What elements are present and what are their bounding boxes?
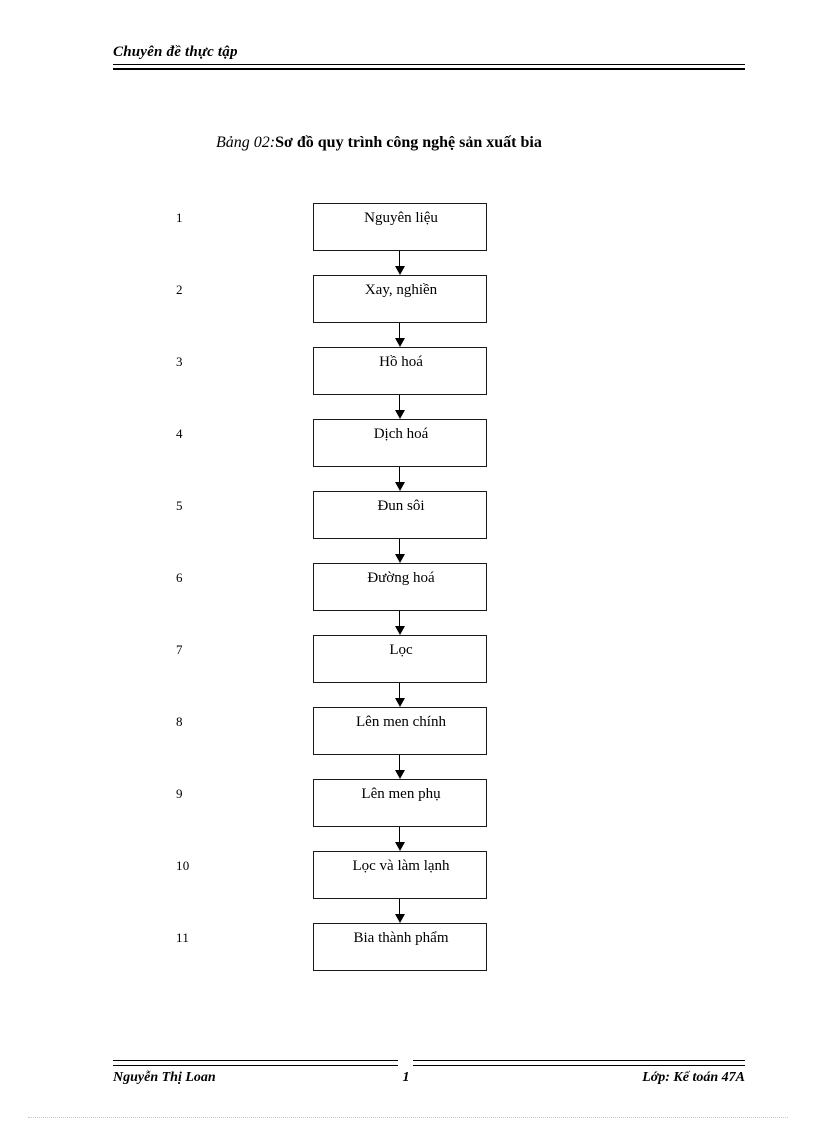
flow-arrow-head: [395, 770, 405, 779]
flow-arrow-down-icon: [395, 395, 405, 419]
flow-step-box: Hồ hoá: [313, 347, 487, 395]
flow-step-number: 10: [176, 858, 190, 873]
flow-step-number: 5: [176, 498, 183, 513]
flow-step-label: Lên men chính: [356, 714, 446, 730]
flow-step-box: Đun sôi: [313, 491, 487, 539]
flow-step-4: 4 Dịch hoá: [0, 419, 816, 467]
flow-step-number: 6: [176, 570, 183, 585]
flow-step-box: Lọc: [313, 635, 487, 683]
footer-page-number: 1: [402, 1070, 410, 1085]
flow-arrow-shaft: [399, 323, 400, 341]
flow-step-label: Đường hoá: [367, 570, 435, 586]
flow-arrow-down-icon: [395, 251, 405, 275]
flow-step-2: 2 Xay, nghiền: [0, 275, 816, 323]
flow-step-8: 8 Lên men chính: [0, 707, 816, 755]
flow-step-label: Đun sôi: [377, 498, 425, 514]
flow-step-label: Lọc và làm lạnh: [352, 858, 450, 874]
footer-rule-left: [113, 1060, 398, 1066]
scan-edge-artifact: [28, 1117, 788, 1118]
flow-step-11: 11 Bia thành phẩm: [0, 923, 816, 971]
flow-arrow-down-icon: [395, 683, 405, 707]
flow-arrow-shaft: [399, 251, 400, 269]
flow-step-box: Xay, nghiền: [313, 275, 487, 323]
flow-arrow-shaft: [399, 611, 400, 629]
flow-arrow-head: [395, 914, 405, 923]
flow-step-number: 7: [176, 642, 183, 657]
flow-arrow-head: [395, 266, 405, 275]
flow-arrow-down-icon: [395, 467, 405, 491]
flow-arrow-down-icon: [395, 827, 405, 851]
flow-step-box: Lên men phụ: [313, 779, 487, 827]
footer-class: Lớp: Kế toán 47A: [642, 1070, 745, 1085]
flow-step-number: 9: [176, 786, 183, 801]
flow-step-box: Dịch hoá: [313, 419, 487, 467]
flow-step-10: 10 Lọc và làm lạnh: [0, 851, 816, 899]
flow-arrow-head: [395, 842, 405, 851]
flow-step-label: Xay, nghiền: [364, 282, 438, 298]
flow-arrow-head: [395, 410, 405, 419]
flow-step-5: 5 Đun sôi: [0, 491, 816, 539]
flow-step-box: Nguyên liệu: [313, 203, 487, 251]
flow-arrow-head: [395, 482, 405, 491]
flow-step-number: 3: [176, 354, 183, 369]
flow-arrow-shaft: [399, 755, 400, 773]
footer-author: Nguyễn Thị Loan: [113, 1070, 216, 1085]
flow-step-box: Đường hoá: [313, 563, 487, 611]
flow-step-label: Dịch hoá: [373, 426, 429, 442]
flow-step-box: Lọc và làm lạnh: [313, 851, 487, 899]
flow-step-number: 1: [176, 210, 183, 225]
footer-line: Nguyễn Thị Loan 1 Lớp: Kế toán 47A: [113, 1068, 745, 1090]
figure-caption-number: Bảng 02:: [216, 134, 276, 151]
footer-rule-right: [413, 1060, 745, 1066]
page-footer: Nguyễn Thị Loan 1 Lớp: Kế toán 47A: [113, 1060, 745, 1100]
flow-step-number: 4: [176, 426, 183, 441]
figure-caption-text: Sơ đồ quy trình công nghệ sản xuất bia: [275, 134, 542, 151]
flow-step-number: 8: [176, 714, 183, 729]
flow-step-number: 2: [176, 282, 183, 297]
flow-arrow-down-icon: [395, 611, 405, 635]
flow-arrow-head: [395, 698, 405, 707]
flow-arrow-shaft: [399, 899, 400, 917]
flow-arrow-shaft: [399, 395, 400, 413]
flow-step-label: Bia thành phẩm: [353, 930, 449, 946]
page-header: Chuyên đề thực tập: [113, 42, 745, 74]
flow-step-box: Lên men chính: [313, 707, 487, 755]
flow-arrow-shaft: [399, 539, 400, 557]
flow-arrow-shaft: [399, 827, 400, 845]
flow-step-label: Nguyên liệu: [364, 210, 438, 226]
flow-step-box: Bia thành phẩm: [313, 923, 487, 971]
flow-arrow-head: [395, 626, 405, 635]
flow-step-label: Lọc: [389, 642, 413, 658]
flow-step-label: Hồ hoá: [379, 354, 423, 370]
flow-step-6: 6 Đường hoá: [0, 563, 816, 611]
flow-step-1: 1 Nguyên liệu: [0, 203, 816, 251]
flow-step-label: Lên men phụ: [361, 786, 441, 802]
header-rule-thin: [113, 64, 745, 65]
flow-arrow-down-icon: [395, 323, 405, 347]
flow-arrow-down-icon: [395, 755, 405, 779]
flow-arrow-head: [395, 338, 405, 347]
header-rule: [113, 68, 745, 70]
flow-arrow-shaft: [399, 683, 400, 701]
flow-step-number: 11: [176, 930, 190, 945]
figure-caption: Bảng 02:Sơ đồ quy trình công nghệ sản xu…: [216, 132, 542, 154]
flow-step-9: 9 Lên men phụ: [0, 779, 816, 827]
flow-arrow-head: [395, 554, 405, 563]
flow-step-7: 7 Lọc: [0, 635, 816, 683]
flow-arrow-down-icon: [395, 539, 405, 563]
flow-step-3: 3 Hồ hoá: [0, 347, 816, 395]
flow-arrow-down-icon: [395, 899, 405, 923]
flow-arrow-shaft: [399, 467, 400, 485]
header-title: Chuyên đề thực tập: [113, 44, 238, 60]
